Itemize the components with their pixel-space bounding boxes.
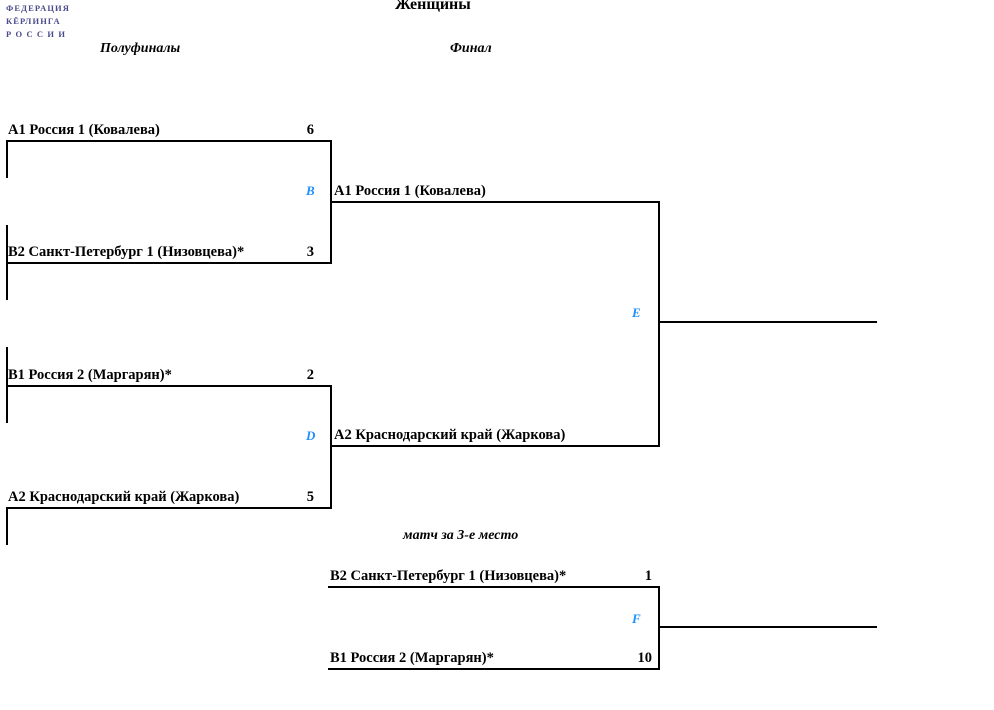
column-header-final: Финал xyxy=(450,41,492,56)
match-letter-d: D xyxy=(306,428,316,443)
bracket-line xyxy=(332,445,660,447)
team-label: В1 Россия 2 (Маргарян)* xyxy=(8,367,172,383)
bronze-match-label: матч за 3-е место xyxy=(403,528,519,543)
match-letter-e: E xyxy=(632,305,641,320)
bracket-line xyxy=(658,201,660,447)
column-header-semifinals: Полуфиналы xyxy=(100,41,181,56)
logo-line-3: Р О С С И И xyxy=(6,29,67,39)
federation-logo: ФЕДЕРАЦИЯ КЁРЛИНГА Р О С С И И xyxy=(6,2,96,41)
page-title: Женщины xyxy=(395,0,471,13)
bracket-line xyxy=(332,201,660,203)
team-score: 6 xyxy=(306,122,314,138)
bracket-line xyxy=(6,347,8,385)
bracket-line xyxy=(6,262,332,264)
bracket-line xyxy=(330,140,332,264)
bracket-line xyxy=(6,507,332,509)
match-letter-f: F xyxy=(632,611,641,626)
logo-line-1: ФЕДЕРАЦИЯ xyxy=(6,3,70,13)
bracket-line xyxy=(328,586,660,588)
bracket-line xyxy=(658,586,660,670)
bracket-line xyxy=(6,262,8,300)
bracket-line xyxy=(330,385,332,509)
team-score: 3 xyxy=(306,244,314,260)
team-label: А1 Россия 1 (Ковалева) xyxy=(8,122,160,138)
bracket-line xyxy=(6,225,8,263)
bracket-line xyxy=(6,385,8,423)
bracket-line xyxy=(6,385,332,387)
bronze-team-score: 10 xyxy=(637,650,653,666)
bronze-team-score: 1 xyxy=(644,568,652,584)
bracket-line xyxy=(658,321,877,323)
bracket-line xyxy=(658,626,877,628)
bronze-team-label: В2 Санкт-Петербург 1 (Низовцева)* xyxy=(330,568,567,584)
team-score: 2 xyxy=(306,367,314,383)
team-score: 5 xyxy=(306,489,314,505)
bracket-line xyxy=(6,140,332,142)
finalist-label: А2 Краснодарский край (Жаркова) xyxy=(334,427,566,443)
bracket-line xyxy=(6,140,8,178)
finalist-label: А1 Россия 1 (Ковалева) xyxy=(334,183,486,199)
bronze-team-label: В1 Россия 2 (Маргарян)* xyxy=(330,650,494,666)
team-label: А2 Краснодарский край (Жаркова) xyxy=(8,489,240,505)
team-label: В2 Санкт-Петербург 1 (Низовцева)* xyxy=(8,244,245,260)
match-letter-b: B xyxy=(306,183,315,198)
logo-line-2: КЁРЛИНГА xyxy=(6,16,61,26)
bracket-line xyxy=(6,507,8,545)
bracket-line xyxy=(328,668,660,670)
